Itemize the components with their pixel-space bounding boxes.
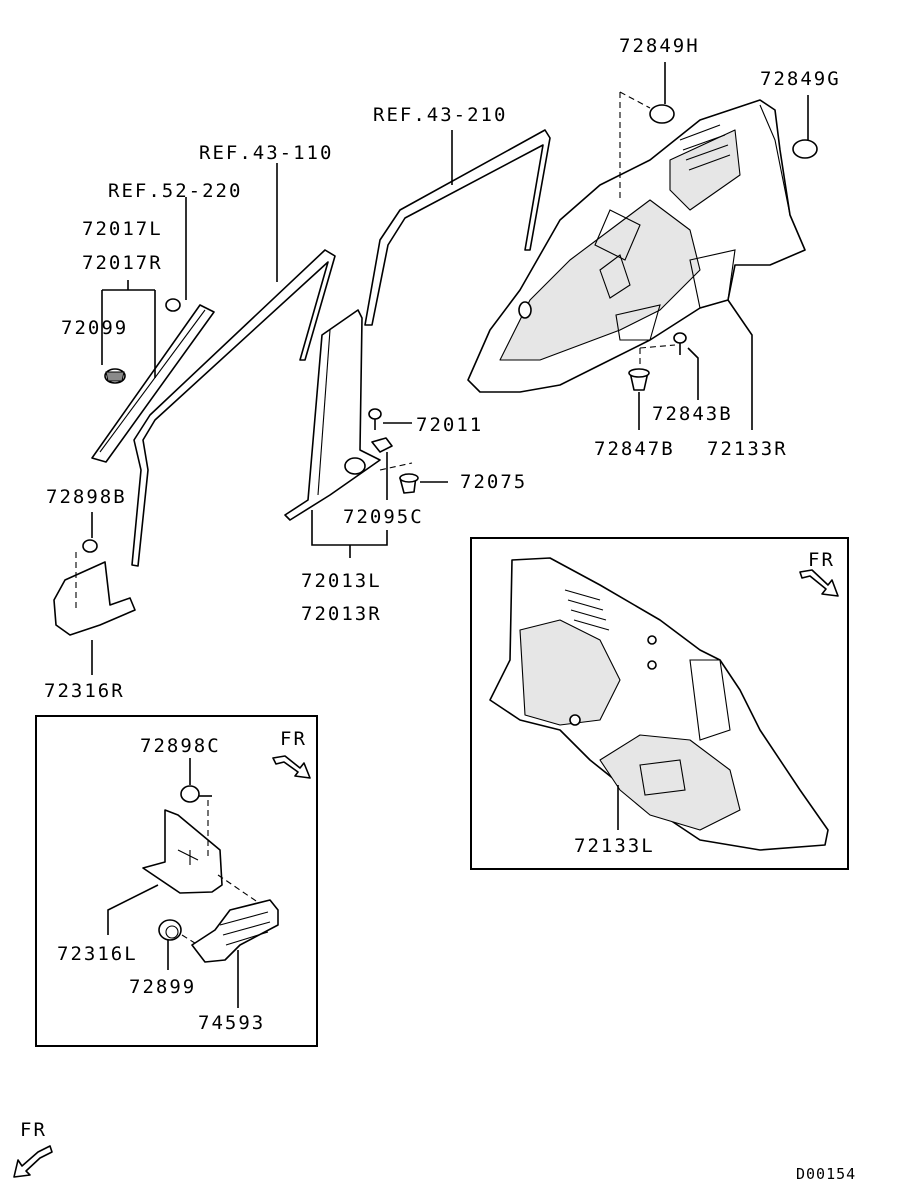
label-72316r: 72316R [44, 680, 125, 702]
label-72898b: 72898B [46, 486, 127, 508]
label-ref-52-220: REF.52-220 [108, 180, 242, 202]
clip-72847b [628, 368, 650, 391]
label-72095c: 72095C [343, 506, 424, 528]
fr-arrow-icon [799, 569, 839, 597]
label-72133l: 72133L [574, 835, 655, 857]
label-72011: 72011 [416, 414, 483, 436]
bracket-74593 [191, 899, 279, 963]
label-72898c: 72898C [140, 735, 221, 757]
detail-box-72316l [35, 715, 318, 1047]
clip-ref-52-220 [165, 298, 181, 312]
clip-72843b [673, 332, 687, 355]
diagram-id: D00154 [796, 1165, 856, 1183]
label-72843b: 72843B [652, 403, 733, 425]
label-72099: 72099 [61, 317, 128, 339]
clip-72898b [82, 539, 98, 553]
fr-arrow-icon [13, 1145, 53, 1178]
label-72017r: 72017R [82, 252, 163, 274]
label-72316l: 72316L [57, 943, 138, 965]
clip-72099 [104, 368, 126, 384]
clip-72075 [399, 473, 419, 494]
label-72133r: 72133R [707, 438, 788, 460]
label-72849h: 72849H [619, 35, 700, 57]
label-72075: 72075 [460, 471, 527, 493]
label-72849g: 72849G [760, 68, 841, 90]
clip-72095c [371, 437, 393, 453]
label-72899: 72899 [129, 976, 196, 998]
clip-72898c [180, 785, 212, 803]
clip-72849g [792, 139, 818, 159]
fr-arrow-icon [272, 755, 311, 779]
center-pillar-trim-72013 [284, 309, 381, 521]
label-fr-right-box: FR [808, 549, 835, 571]
label-72847b: 72847B [594, 438, 675, 460]
label-ref-43-210: REF.43-210 [373, 104, 507, 126]
clip-72899 [158, 919, 182, 941]
label-fr-left-box: FR [280, 728, 307, 750]
label-72013l: 72013L [301, 570, 382, 592]
weatherstrip-ref-43-110 [131, 249, 336, 567]
label-72013r: 72013R [301, 603, 382, 625]
detail-box-72133l [470, 537, 849, 870]
kick-panel-72316l [142, 809, 223, 894]
clip-72849h [649, 104, 675, 124]
quarter-trim-72133r [467, 99, 806, 393]
kick-panel-72316r [53, 561, 136, 636]
quarter-trim-72133l [489, 557, 829, 851]
bolt-72011 [368, 408, 382, 430]
label-72017l: 72017L [82, 218, 163, 240]
label-74593: 74593 [198, 1012, 265, 1034]
weatherstrip-ref-43-210 [364, 129, 551, 326]
label-ref-43-110: REF.43-110 [199, 142, 333, 164]
label-fr-bottom: FR [20, 1119, 47, 1141]
front-pillar-trim-72017 [91, 304, 215, 463]
